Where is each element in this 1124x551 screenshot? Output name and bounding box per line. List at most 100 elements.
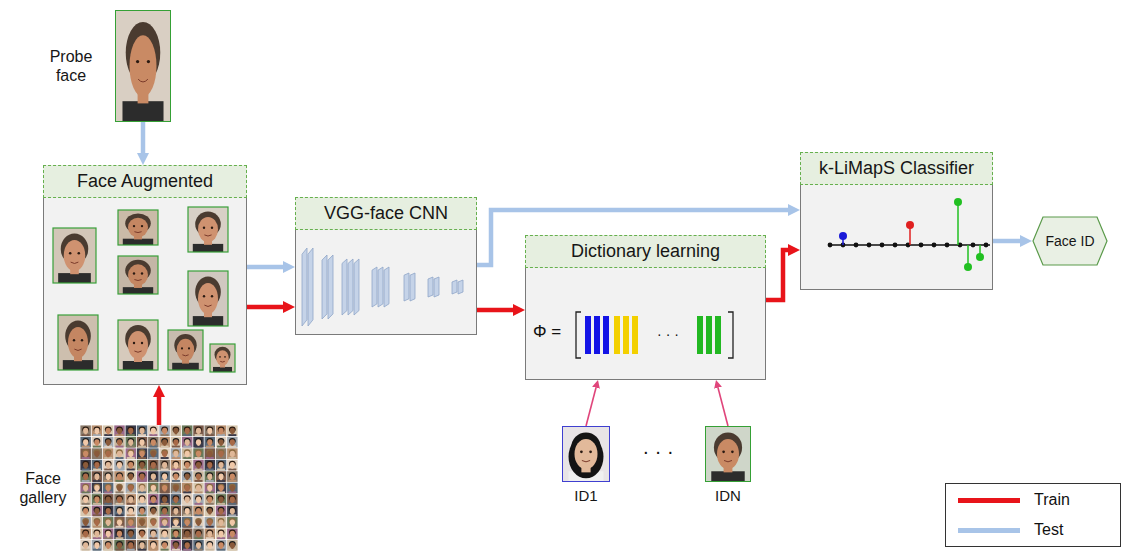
photo-background [216, 460, 226, 471]
photo-face [128, 508, 133, 514]
photo-neck [134, 234, 142, 240]
gallery-tile [80, 506, 90, 517]
photo-neck [209, 444, 211, 446]
photo-face [207, 474, 212, 480]
photo-face [162, 519, 167, 525]
process-box: k-LiMapS Classifier [800, 152, 993, 290]
dictionary-atom [632, 316, 638, 354]
photo-neck [118, 478, 120, 480]
identity-arrow [586, 388, 596, 426]
gallery-tile [182, 460, 192, 471]
photo-neck [118, 524, 120, 526]
photo-shirt [127, 434, 135, 436]
photo-background [92, 494, 102, 505]
stem-dot [828, 243, 833, 248]
photo-background [193, 425, 203, 436]
photo-hair [82, 449, 89, 455]
photo-face [218, 531, 223, 537]
photo-mouth [182, 355, 188, 356]
photo-background [216, 448, 226, 459]
photo-neck [130, 501, 132, 503]
photo-background [80, 425, 90, 436]
gallery-tile [126, 517, 136, 528]
photo-shirt [172, 469, 180, 471]
photo-hair [184, 438, 191, 444]
photo-background [114, 437, 124, 448]
photo-hair [161, 426, 168, 432]
photo-hair [184, 449, 191, 455]
photo-background [103, 437, 113, 448]
photo-face [94, 542, 99, 548]
photo-neck [164, 536, 166, 538]
photo-face [173, 485, 178, 491]
photo-neck [197, 456, 199, 458]
gallery-tile [148, 483, 158, 494]
photo-hair [218, 518, 225, 524]
photo-neck [175, 433, 177, 435]
photo-background [103, 494, 113, 505]
photo-neck [141, 467, 143, 469]
photo-face [207, 462, 212, 468]
photo-hair [116, 507, 123, 513]
photo-background [205, 437, 215, 448]
photo-background [159, 494, 169, 505]
gallery-tile [137, 448, 147, 459]
photo-hair [105, 426, 112, 432]
stem-dot [880, 243, 885, 248]
train-arrow [157, 397, 162, 425]
photo-neck [130, 456, 132, 458]
photo-shirt [172, 434, 180, 436]
gallery-tile [137, 460, 147, 471]
gallery-tile [137, 483, 147, 494]
photo-neck [186, 456, 188, 458]
gallery-tile [148, 448, 158, 459]
photo-neck [186, 547, 188, 549]
photo-face [177, 339, 195, 361]
photo-face [173, 428, 178, 434]
photo-hair [218, 461, 225, 467]
photo-hair [82, 438, 89, 444]
cnn-slab [378, 267, 383, 307]
photo-background [126, 460, 136, 471]
gallery-tile [216, 494, 226, 505]
photo-neck [130, 536, 132, 538]
test-arrow [247, 265, 283, 270]
photo-frame [118, 256, 158, 294]
gallery-tile [182, 437, 192, 448]
photo-face [128, 496, 133, 502]
photo-face [106, 439, 111, 445]
cnn-slab [452, 280, 457, 294]
photo-neck [107, 513, 109, 515]
photo-neck [231, 433, 233, 435]
photo-face [196, 428, 201, 434]
node-title: VGG-face CNN [324, 203, 448, 224]
photo-background [159, 471, 169, 482]
photo-hair [139, 426, 146, 432]
matrix-bracket [728, 312, 733, 358]
photo-face [94, 496, 99, 502]
photo-background [114, 425, 124, 436]
photo-face [207, 508, 212, 514]
photo-hair [206, 449, 213, 455]
photo-face [207, 485, 212, 491]
photo-shirt [183, 514, 191, 516]
gallery-tile [148, 494, 158, 505]
photo-eye [188, 347, 190, 349]
photo-neck [152, 536, 154, 538]
photo-background [126, 425, 136, 436]
photo-face [139, 428, 144, 434]
photo-neck [141, 536, 143, 538]
stem-dot [958, 243, 963, 248]
gallery-tile [227, 425, 237, 436]
gallery-tile [227, 506, 237, 517]
photo-face [230, 496, 235, 502]
photo-shirt [213, 367, 232, 372]
photo-hair [116, 530, 123, 536]
photo-face [230, 439, 235, 445]
photo-face [151, 519, 156, 525]
photo-background [171, 425, 181, 436]
dictionary-atom [706, 316, 712, 354]
photo-background [227, 494, 237, 505]
photo-neck [724, 464, 733, 473]
photo-neck [186, 467, 188, 469]
